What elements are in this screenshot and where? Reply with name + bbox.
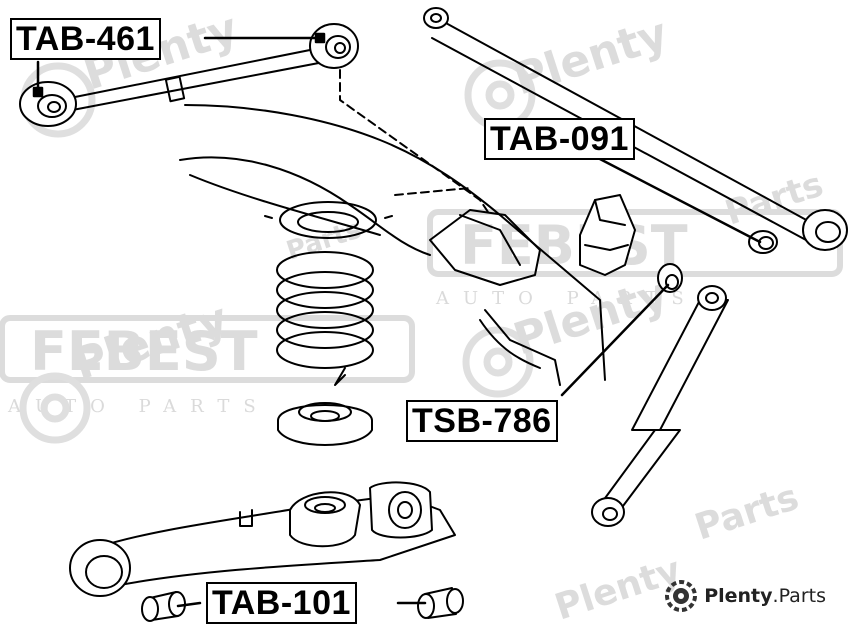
- part-label-tsb-786[interactable]: TSB-786: [406, 400, 558, 442]
- shock-absorber: [591, 285, 729, 527]
- gear-icon: [665, 580, 698, 612]
- part-label-tab-461[interactable]: TAB-461: [10, 18, 161, 60]
- svg-text:Parts: Parts: [283, 214, 365, 266]
- lateral-control-rod: [423, 7, 848, 254]
- svg-text:FEBEST: FEBEST: [30, 320, 258, 383]
- svg-text:Plenty: Plenty: [508, 8, 674, 105]
- svg-text:AUTO PARTS: AUTO PARTS: [435, 288, 698, 309]
- leader-lines: [32, 32, 762, 608]
- part-label-tab-091[interactable]: TAB-091: [484, 118, 635, 160]
- spring-seat: [277, 402, 373, 446]
- febest-logo-watermark-right: FEBEST AUTO PARTS: [427, 209, 843, 309]
- svg-text:FEBEST: FEBEST: [460, 214, 688, 277]
- trailing-arm-bushing-left: [141, 591, 186, 622]
- trailing-arm: [69, 481, 456, 597]
- coil-spring: [264, 201, 393, 386]
- trailing-arm-bushing-right: [417, 587, 464, 619]
- svg-text:Parts: Parts: [690, 477, 804, 549]
- febest-logo-watermark-left: FEBEST AUTO PARTS: [0, 315, 415, 417]
- brand-name: Plenty: [704, 585, 773, 607]
- mount-bracket: [579, 194, 636, 276]
- shock-bushing: [657, 263, 683, 293]
- plenty-parts-brand: Plenty.Parts: [664, 579, 826, 613]
- part-label-tab-101[interactable]: TAB-101: [206, 582, 357, 624]
- brand-suffix: Parts: [778, 585, 826, 607]
- svg-text:AUTO PARTS: AUTO PARTS: [7, 396, 270, 417]
